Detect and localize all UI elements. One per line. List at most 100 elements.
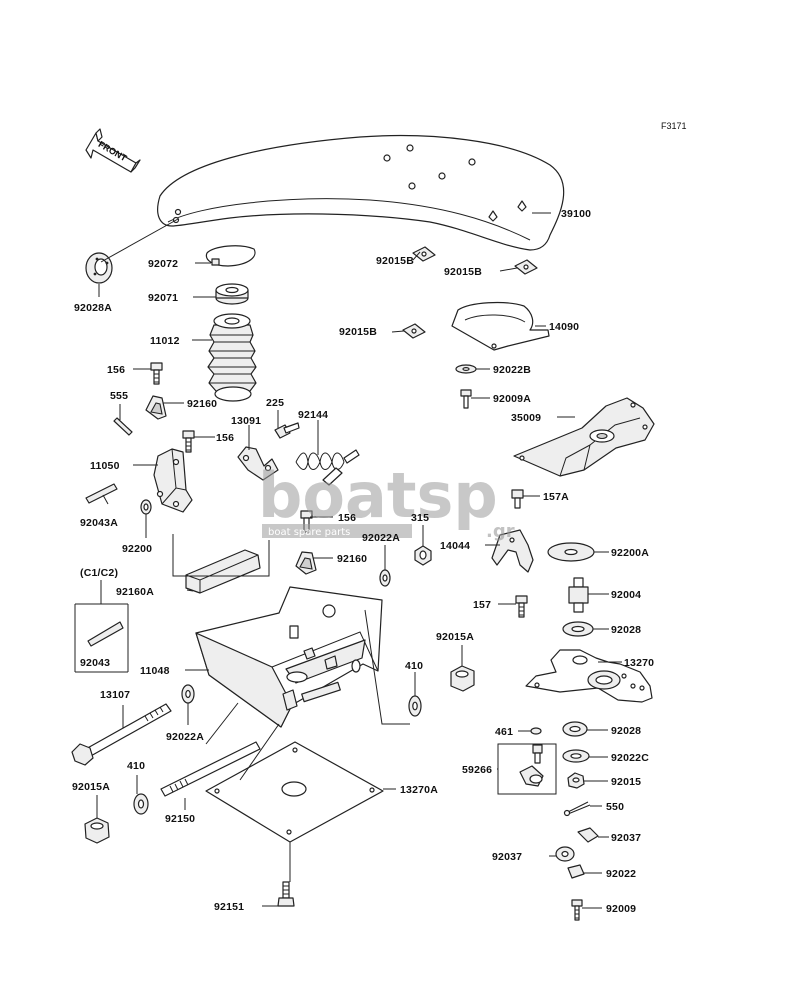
washer-92028-lower	[562, 721, 588, 737]
long-bolt-92150	[160, 741, 261, 797]
plate-13270	[525, 649, 653, 703]
callout-92009: 92009	[606, 903, 636, 915]
washer-410-left	[133, 793, 149, 815]
callout-35009: 35009	[511, 412, 541, 424]
stud-92004	[568, 577, 589, 613]
callout-225: 225	[266, 397, 284, 409]
nut-92015a-right	[450, 665, 475, 692]
callout-13107: 13107	[100, 689, 130, 701]
washer-92022b	[455, 364, 477, 374]
callout-410-2: 410	[127, 760, 145, 772]
callout-156-2: 156	[216, 432, 234, 444]
washer-92022a-upper	[379, 569, 391, 587]
front-arrow-icon: FRONT	[85, 128, 141, 173]
callout-550: 550	[606, 801, 624, 813]
callout-92200a: 92200A	[611, 547, 649, 559]
callout-156-1: 156	[107, 364, 125, 376]
clip-nut-right	[514, 259, 538, 275]
bellows-boot	[207, 313, 257, 402]
screw-157a	[511, 489, 524, 509]
callout-92037-2: 92037	[492, 851, 522, 863]
callout-13270a: 13270A	[400, 784, 438, 796]
callout-92071: 92071	[148, 292, 178, 304]
clip-92037-lower	[555, 846, 575, 862]
steering-holder	[513, 397, 655, 477]
callout-92015a-1: 92015A	[436, 631, 474, 643]
watermark: boatsp boat spare parts .gr	[258, 459, 515, 542]
callout-92028-2: 92028	[611, 725, 641, 737]
pad-92160a	[185, 549, 261, 594]
callout-92015a-2: 92015A	[72, 781, 110, 793]
watermark-tagline: boat spare parts	[268, 527, 350, 538]
callout-92022a-1: 92022A	[362, 532, 400, 544]
callout-13270: 13270	[624, 657, 654, 669]
bolt-156-middle	[182, 430, 195, 453]
callout-92144: 92144	[298, 409, 328, 421]
washer-92200	[140, 499, 152, 515]
callout-92043: 92043	[80, 657, 110, 669]
bolt-225	[274, 422, 300, 439]
callout-14090: 14090	[549, 321, 579, 333]
callout-157a: 157A	[543, 491, 569, 503]
callout-92160a: 92160A	[116, 586, 154, 598]
callout-156-3: 156	[338, 512, 356, 524]
callout-59266: 59266	[462, 764, 492, 776]
handle-pole-cover	[157, 134, 565, 251]
washer-92022a-lower	[181, 684, 195, 704]
callout-92200: 92200	[122, 543, 152, 555]
callout-92009a: 92009A	[493, 393, 531, 405]
callout-92022a-2: 92022A	[166, 731, 204, 743]
nut-92015a-left	[84, 817, 110, 844]
cotter-pin-550	[563, 801, 591, 817]
callout-labels: 39100 92072 92015B 92015B 92028A 92071 9…	[72, 208, 654, 915]
callout-92015b-1: 92015B	[376, 255, 414, 267]
bracket-14044	[491, 529, 534, 573]
callout-315: 315	[411, 512, 429, 524]
callout-92015b-3: 92015B	[339, 326, 377, 338]
bracket-11050	[153, 448, 193, 513]
nut-92015	[567, 772, 585, 789]
screw-92009	[571, 899, 583, 921]
watermark-suffix: .gr	[486, 521, 515, 542]
callout-92015: 92015	[611, 776, 641, 788]
nut-315	[414, 545, 432, 566]
spring-92144	[295, 449, 360, 486]
callout-39100: 39100	[561, 208, 591, 220]
washer-92028-upper	[562, 621, 594, 637]
watermark-logo: boatsp	[258, 459, 498, 532]
callout-c1-c2: (C1/C2)	[80, 567, 118, 579]
callout-92043a: 92043A	[80, 517, 118, 529]
box-59266	[497, 743, 557, 795]
callout-11050: 11050	[90, 460, 120, 472]
callout-92022c: 92022C	[611, 752, 649, 764]
pin-92043a	[85, 483, 118, 504]
callout-14044: 14044	[440, 540, 470, 552]
leader-lines	[96, 212, 622, 909]
callout-92004: 92004	[611, 589, 641, 601]
stopper-lower	[295, 551, 317, 575]
pin-555	[113, 417, 133, 436]
callout-410-1: 410	[405, 660, 423, 672]
callout-461: 461	[495, 726, 513, 738]
screw-92009a	[460, 389, 472, 409]
stopper-upper	[145, 395, 167, 420]
part-92022	[567, 864, 585, 879]
callout-92028a: 92028A	[74, 302, 112, 314]
clip-nut-left	[402, 323, 426, 339]
clip-92037-upper	[577, 827, 599, 843]
callout-11048: 11048	[140, 665, 170, 677]
callout-92022b: 92022B	[493, 364, 531, 376]
cover-14090	[451, 301, 550, 351]
grommet	[85, 252, 113, 284]
part-461	[530, 727, 542, 735]
callout-555: 555	[110, 390, 128, 402]
callout-92022: 92022	[606, 868, 636, 880]
callout-92072: 92072	[148, 258, 178, 270]
screw-157	[515, 595, 528, 618]
boot-holder	[215, 283, 249, 305]
clip-nut-upper	[412, 246, 436, 262]
callout-13091: 13091	[231, 415, 261, 427]
callout-92015b-2: 92015B	[444, 266, 482, 278]
bolt-156-upper	[150, 362, 163, 385]
